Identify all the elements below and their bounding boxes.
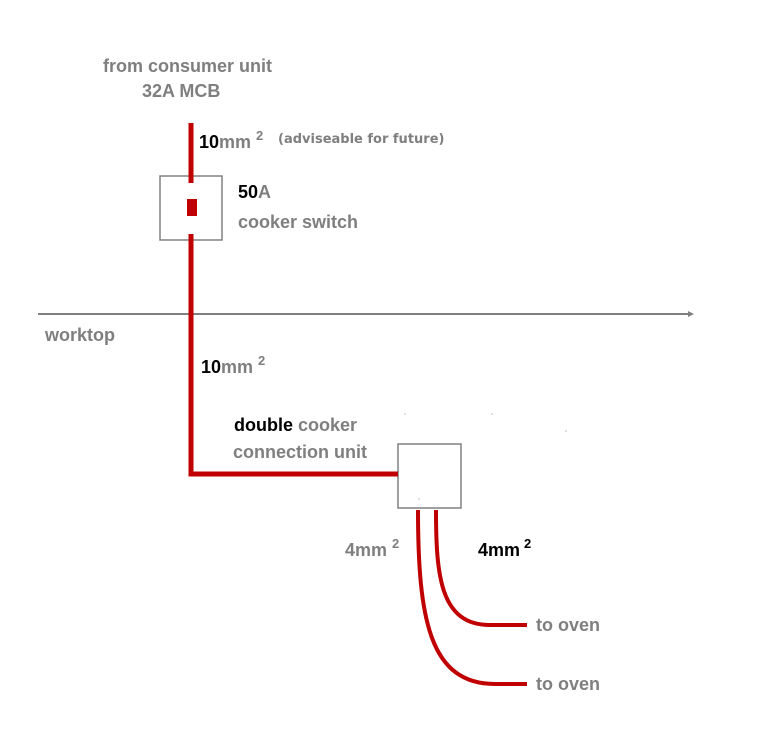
- output-2-cable-size-unit: mm: [488, 540, 520, 560]
- upper-cable-size-unit: mm: [219, 132, 251, 152]
- upper-cable-size-exponent: 2: [256, 128, 263, 143]
- stray-dot: [418, 498, 420, 500]
- worktop-label: worktop: [44, 325, 115, 345]
- output-1-cable-size: 4mm: [345, 540, 387, 560]
- stray-dot: [404, 413, 406, 415]
- output-1-cable-size-exponent: 2: [392, 536, 399, 551]
- connection-unit-word-cooker: cooker: [298, 415, 357, 435]
- output-1-cable-size-number: 4: [345, 540, 355, 560]
- destination-oven-2: to oven: [536, 674, 600, 694]
- output-1-cable-size-unit: mm: [355, 540, 387, 560]
- lower-cable-size-exponent: 2: [258, 353, 265, 368]
- upper-cable-size: 10mm: [199, 132, 251, 152]
- lower-cable-size-number: 10: [201, 357, 221, 377]
- connection-unit-word-double: double: [234, 415, 293, 435]
- oven-cable-2: [416, 509, 527, 686]
- oven-cable-1: [434, 509, 527, 627]
- connection-unit-line-2: connection unit: [233, 442, 367, 462]
- source-line-2: 32A MCB: [142, 81, 220, 101]
- switch-rating-unit: A: [258, 182, 271, 202]
- upper-cable-note: (adviseable for future): [278, 132, 444, 147]
- lower-cable-size: 10mm: [201, 357, 253, 377]
- output-2-cable-size-number: 4: [478, 540, 488, 560]
- switch-rating: 50A: [238, 182, 271, 202]
- destination-oven-1: to oven: [536, 615, 600, 635]
- stray-dot: [565, 430, 567, 432]
- output-2-cable-size: 4mm: [478, 540, 520, 560]
- connection-unit-box: [397, 443, 462, 509]
- switch-to-connection-unit-cable: [188, 234, 398, 477]
- output-2-cable-size-exponent: 2: [524, 536, 531, 551]
- upper-cable-size-number: 10: [199, 132, 219, 152]
- cooker-switch-indicator: [187, 199, 197, 216]
- source-line-1: from consumer unit: [103, 56, 272, 76]
- worktop-line-arrowhead: [688, 311, 694, 317]
- lower-cable-size-unit: mm: [221, 357, 253, 377]
- stray-dot: [491, 413, 493, 415]
- switch-rating-number: 50: [238, 182, 258, 202]
- switch-name: cooker switch: [238, 212, 358, 232]
